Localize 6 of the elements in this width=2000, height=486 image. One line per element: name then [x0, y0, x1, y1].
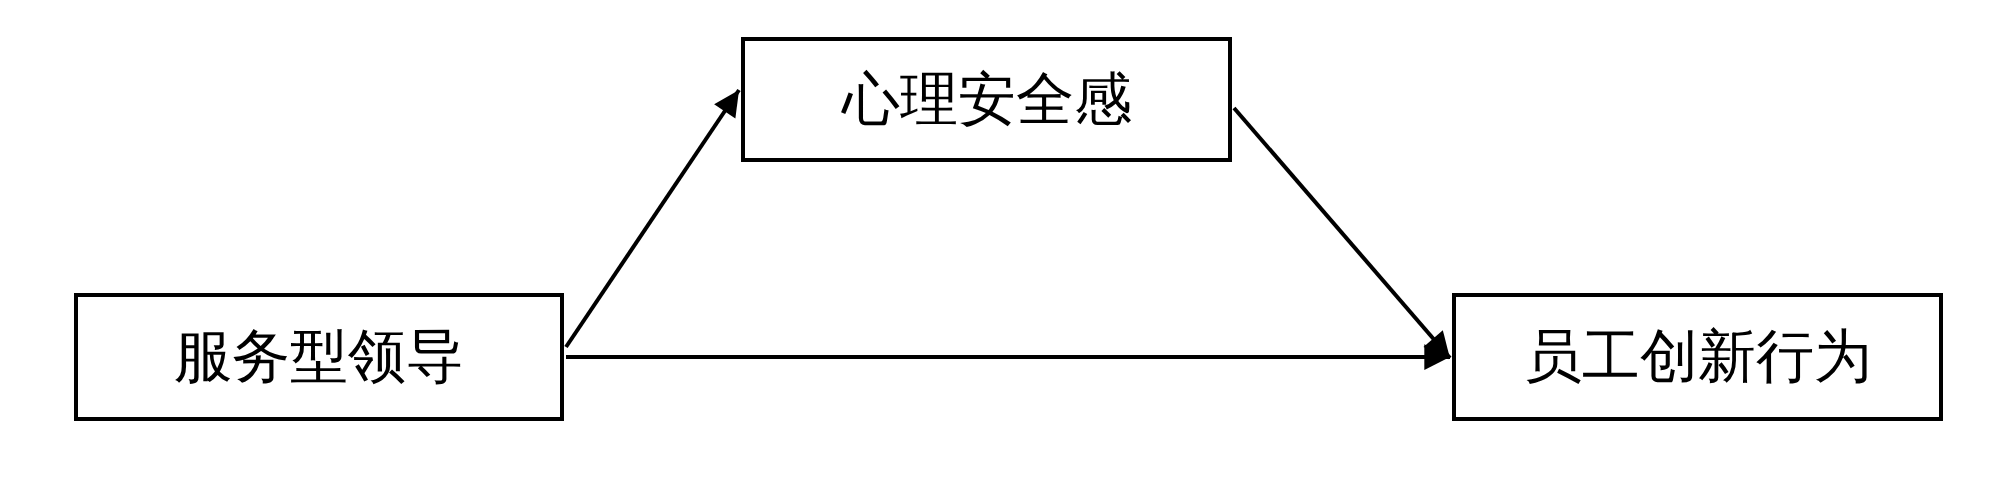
variable-box: 员工创新行为 — [1452, 293, 1943, 421]
variable-box: 服务型领导 — [74, 293, 564, 421]
arrow — [566, 344, 1450, 370]
arrow — [1232, 106, 1452, 360]
arrow — [564, 88, 741, 349]
variable-box: 心理安全感 — [741, 37, 1232, 162]
